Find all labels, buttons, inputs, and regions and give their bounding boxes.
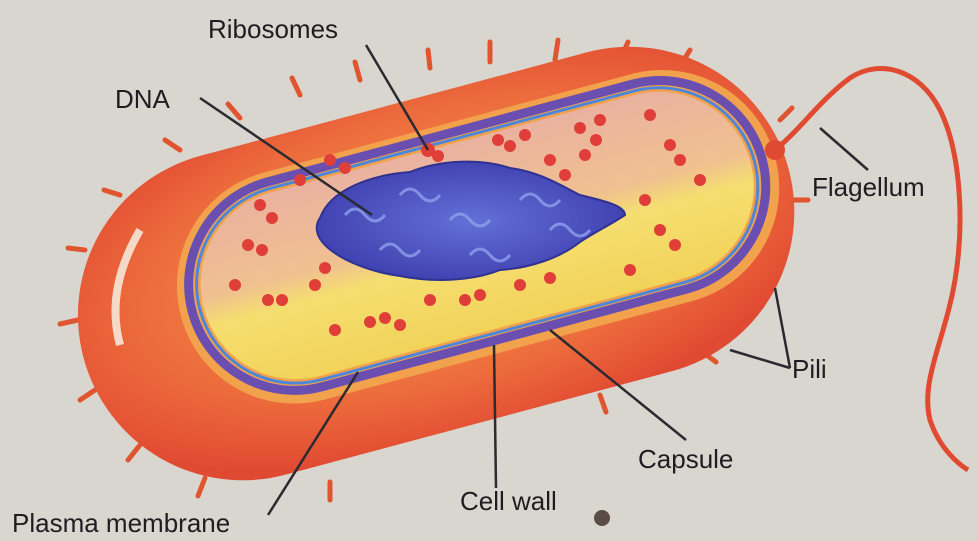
label-flagellum: Flagellum	[812, 172, 925, 202]
flagellum-base	[765, 140, 785, 160]
label-dna: DNA	[115, 84, 171, 114]
label-capsule: Capsule	[638, 444, 733, 474]
label-plasma-membrane: Plasma membrane	[12, 508, 230, 538]
flagellum	[775, 68, 968, 470]
label-cell-wall: Cell wall	[460, 486, 557, 516]
label-ribosomes: Ribosomes	[208, 14, 338, 44]
label-pili: Pili	[792, 354, 827, 384]
ink-blot	[594, 510, 610, 526]
